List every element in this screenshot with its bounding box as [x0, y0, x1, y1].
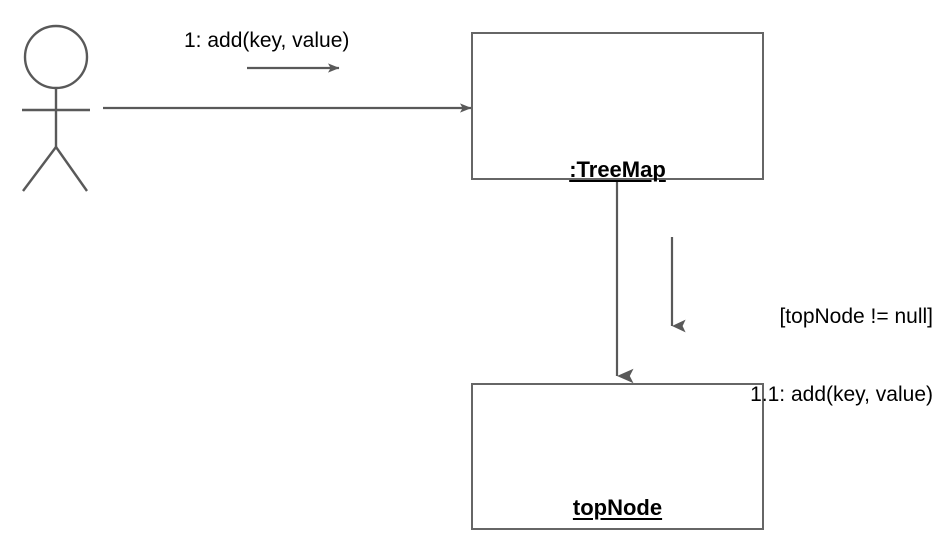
actor-left-leg-line	[22, 146, 57, 192]
actor-icon	[22, 24, 90, 192]
treemap-object-label-line-1: :TreeMap	[569, 157, 666, 182]
topnode-object-label: topNode :TreeMapNode	[472, 428, 763, 551]
message-1-label: 1: add(key, value)	[184, 29, 350, 52]
message-1-1-label: 1.1: add(key, value)	[750, 383, 933, 406]
topnode-object-rect[interactable]	[471, 383, 764, 530]
topnode-object-label-line-1: topNode	[572, 495, 663, 520]
treemap-object-rect[interactable]	[471, 32, 764, 180]
message-1-1-guard: [topNode != null]	[779, 305, 933, 328]
message-1-1-label-group: [topNode != null] 1.1: add(key, value)	[633, 252, 933, 460]
actor-head-icon	[23, 24, 89, 90]
actor-right-leg-line	[55, 146, 88, 192]
treemap-object-label: :TreeMap	[472, 90, 763, 250]
